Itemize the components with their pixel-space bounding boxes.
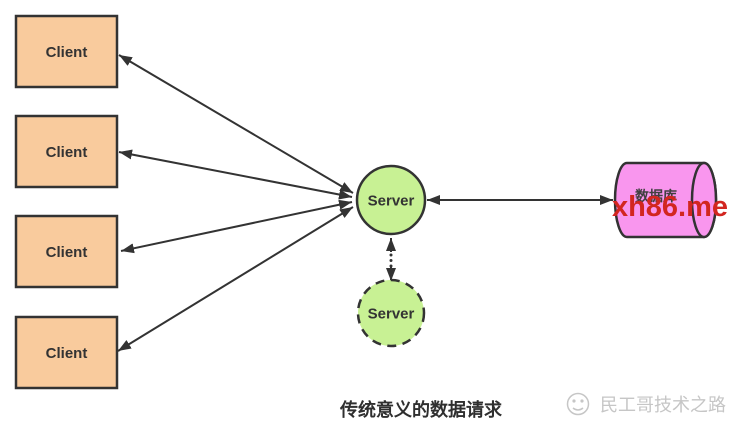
- client2-label: Client: [46, 144, 88, 161]
- diagram-caption: 传统意义的数据请求: [339, 399, 503, 420]
- client2-box: [14, 114, 119, 189]
- dotted-arrow-dot: [389, 253, 393, 257]
- brand-logo-eye-right: [580, 399, 584, 403]
- brand-logo-icon: [566, 392, 590, 416]
- client3-label: Client: [46, 244, 88, 261]
- client3-box: [14, 214, 119, 289]
- connectors: [117, 54, 613, 352]
- client1-box: [14, 14, 119, 89]
- arrow-client3-server: [120, 199, 353, 254]
- brand-logo-mouth: [572, 407, 584, 411]
- main-server-circle: [355, 164, 427, 236]
- brand-watermark-text: 民工哥技术之路: [600, 395, 726, 415]
- database-cylinder-cap: [690, 161, 718, 239]
- main-server-label: Server: [368, 193, 415, 210]
- arrow-server-standby-dotted: [386, 238, 396, 281]
- dotted-arrow-dot: [389, 264, 393, 268]
- red-watermark-text: xh86.me: [612, 191, 728, 223]
- database-node: 数据库: [613, 161, 718, 239]
- client-nodes: Client Client Client Client: [14, 14, 119, 390]
- client4-box: [14, 315, 119, 390]
- client4-label: Client: [46, 345, 88, 362]
- standby-server-circle: [356, 278, 426, 348]
- dotted-arrow-dot: [389, 259, 393, 262]
- brand-logo-eye-left: [572, 399, 576, 403]
- standby-server-label: Server: [368, 306, 415, 323]
- database-label: 数据库: [635, 188, 677, 204]
- arrow-client2-server: [118, 149, 353, 200]
- brand-watermark: 民工哥技术之路: [566, 392, 726, 416]
- arrow-client1-server: [118, 54, 354, 194]
- client1-label: Client: [46, 44, 88, 61]
- arrow-client4-server: [117, 206, 354, 352]
